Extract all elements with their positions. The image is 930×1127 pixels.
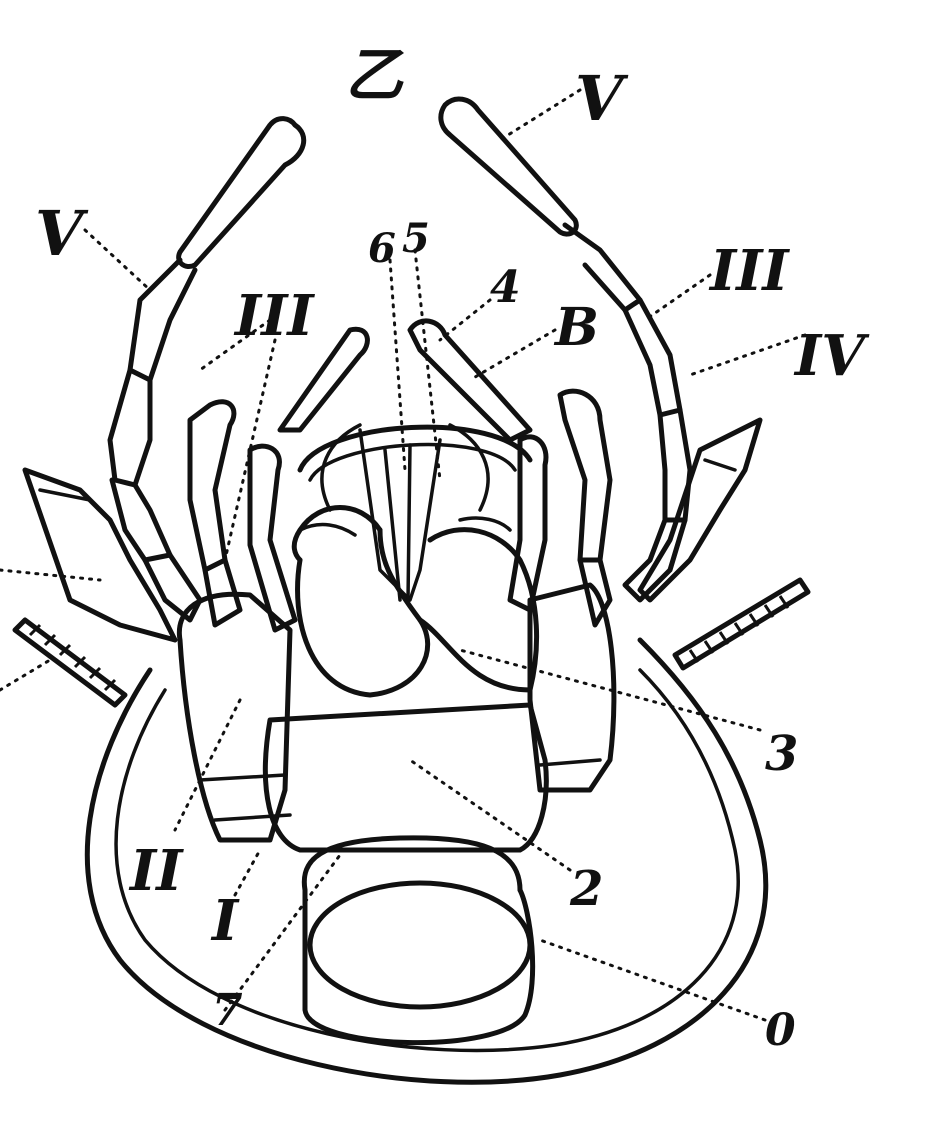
label-ii: II — [128, 838, 184, 904]
label-0: 0 — [765, 1005, 796, 1056]
leg-v-left-tarsus — [179, 119, 304, 267]
body-shell — [87, 640, 765, 1082]
seta-right — [675, 580, 808, 668]
label-iii-right: III — [708, 238, 790, 304]
lateral-lobe-right — [640, 420, 760, 600]
sternal-plate — [265, 705, 546, 850]
label-iv-right: IV — [793, 323, 870, 389]
label-v-right: V — [575, 62, 629, 135]
label-i: I — [210, 888, 240, 954]
gnathosoma — [300, 427, 530, 480]
anal-plate — [310, 883, 530, 1007]
labels: 乙 V V III III IV 6 5 4 B 3 2 II I 7 0 — [35, 41, 870, 1056]
label-b: B — [553, 297, 599, 358]
label-5: 5 — [402, 215, 430, 262]
legs-right — [410, 99, 808, 790]
label-iii-left: III — [233, 283, 315, 349]
seta-left — [15, 620, 125, 705]
ventral-plates — [265, 705, 546, 1043]
coxal-region — [294, 425, 536, 695]
label-v-left: V — [35, 197, 89, 270]
label-3: 3 — [765, 726, 798, 782]
label-2: 2 — [569, 861, 603, 917]
label-4: 4 — [490, 262, 521, 313]
label-7: 7 — [212, 985, 243, 1036]
label-6: 6 — [368, 225, 396, 272]
lateral-lobe-left — [25, 470, 175, 640]
label-top: 乙 — [345, 41, 404, 109]
leg-v-right-tarsus — [441, 99, 576, 234]
